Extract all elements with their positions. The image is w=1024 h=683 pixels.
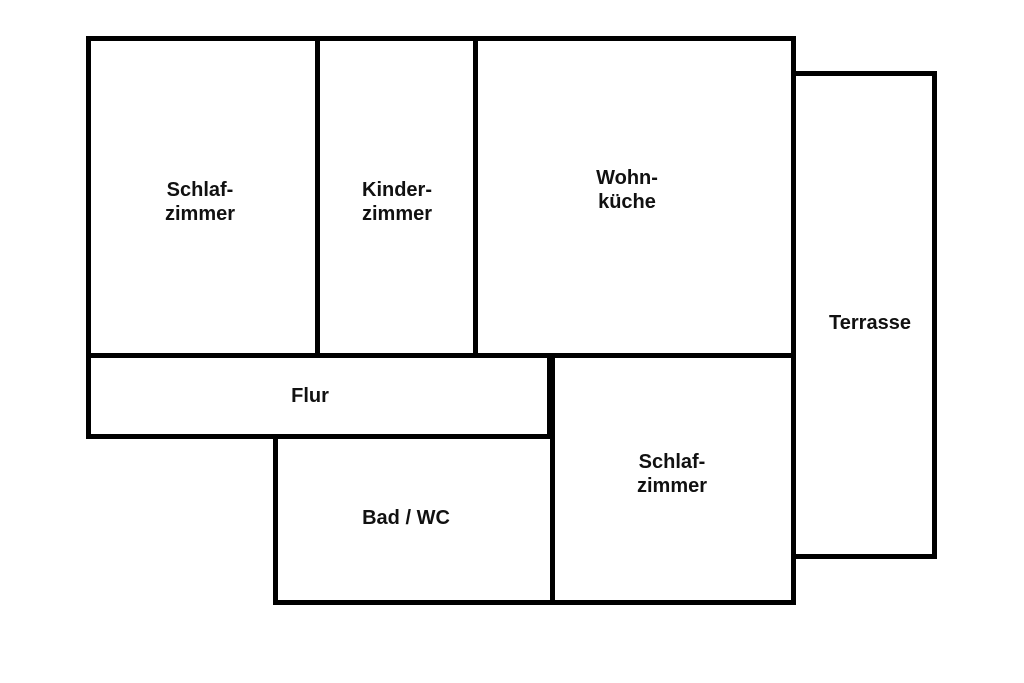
room-schlafzimmer-1 (86, 36, 320, 358)
label-terrasse: Terrasse (829, 312, 911, 334)
label-schlafzimmer-2: Schlaf- zimmer (637, 450, 707, 498)
label-line: zimmer (164, 203, 236, 225)
room-schlafzimmer-2 (550, 353, 796, 605)
label-line: Kinder- (362, 179, 432, 201)
label-line: Schlaf- (638, 451, 706, 473)
label-line: zimmer (361, 203, 433, 225)
label-schlafzimmer-1: Schlaf- zimmer (165, 178, 235, 226)
label-wohnkueche: Wohn- küche (596, 166, 658, 214)
room-wohnkueche (473, 36, 796, 358)
label-line: küche (598, 191, 656, 213)
label-flur: Flur (291, 385, 329, 407)
room-flur (86, 353, 552, 439)
label-kinderzimmer: Kinder- zimmer (362, 178, 432, 226)
label-line: zimmer (636, 475, 708, 497)
room-bad-wc (273, 434, 555, 605)
room-terrasse (791, 71, 937, 559)
label-line: Schlaf- (166, 179, 234, 201)
label-line: Wohn- (596, 167, 658, 189)
label-bad-wc: Bad / WC (362, 507, 450, 529)
